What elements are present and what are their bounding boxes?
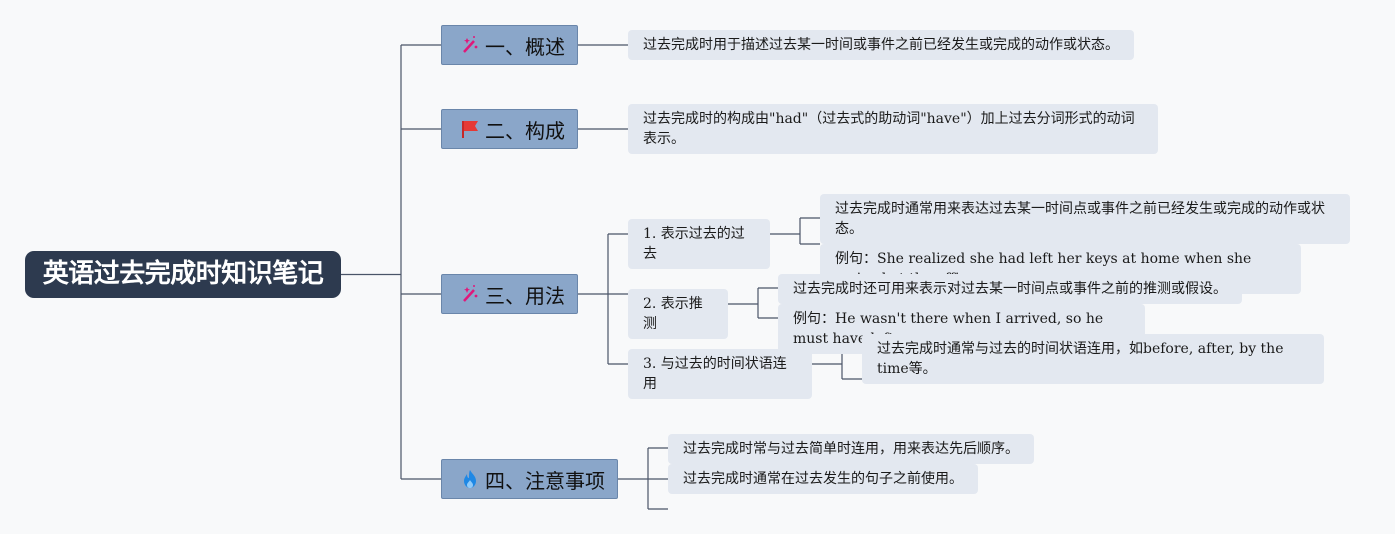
leaf-node[interactable]: 过去完成时的构成由"had"（过去式的助动词"have"）加上过去分词形式的动词… xyxy=(628,104,1158,154)
leaf-node[interactable]: 过去完成时通常在过去发生的句子之前使用。 xyxy=(668,464,978,494)
red-flag-icon xyxy=(459,118,481,140)
subtopic-speculation[interactable]: 2. 表示推测 xyxy=(628,289,728,339)
leaf-node[interactable]: 过去完成时通常用来表达过去某一时间点或事件之前已经发生或完成的动作或状态。 xyxy=(820,194,1350,244)
branch-notes[interactable]: 四、注意事项 xyxy=(441,459,618,499)
magic-wand-icon xyxy=(459,34,481,56)
subtopic-past-of-past[interactable]: 1. 表示过去的过去 xyxy=(628,219,770,269)
root-topic[interactable]: 英语过去完成时知识笔记 xyxy=(25,251,341,298)
branch-label: 三、用法 xyxy=(485,283,565,308)
subtopic-time-adverbials[interactable]: 3. 与过去的时间状语连用 xyxy=(628,349,812,399)
leaf-node[interactable]: 过去完成时常与过去简单时连用，用来表达先后顺序。 xyxy=(668,434,1034,464)
branch-composition[interactable]: 二、构成 xyxy=(441,109,578,149)
branch-overview[interactable]: 一、概述 xyxy=(441,25,578,65)
branch-label: 四、注意事项 xyxy=(485,468,605,493)
leaf-node[interactable]: 过去完成时用于描述过去某一时间或事件之前已经发生或完成的动作或状态。 xyxy=(628,30,1134,60)
magic-wand-icon xyxy=(459,283,481,305)
flame-icon xyxy=(459,468,481,490)
leaf-node[interactable]: 过去完成时还可用来表示对过去某一时间点或事件之前的推测或假设。 xyxy=(778,274,1242,304)
branch-label: 二、构成 xyxy=(485,118,565,143)
branch-usage[interactable]: 三、用法 xyxy=(441,274,578,314)
branch-label: 一、概述 xyxy=(485,34,565,59)
leaf-node[interactable]: 过去完成时通常与过去的时间状语连用，如before, after, by the… xyxy=(862,334,1324,384)
